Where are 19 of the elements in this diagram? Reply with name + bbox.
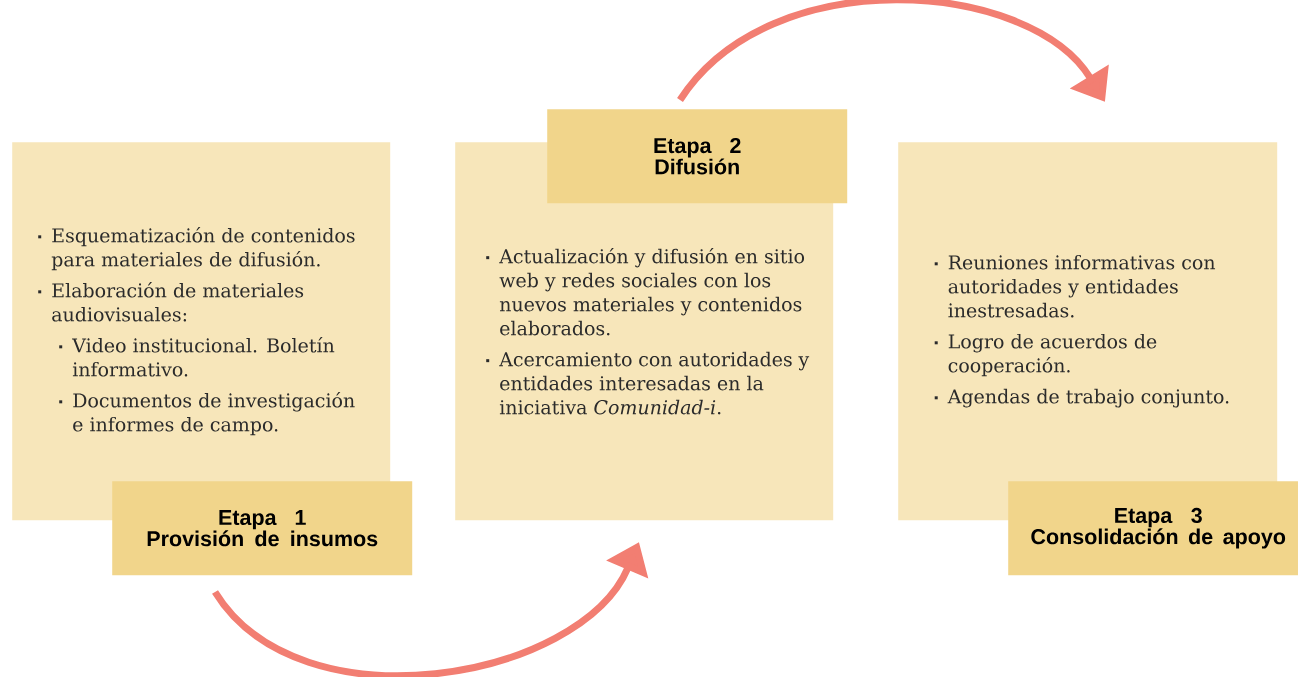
stage-title: Consolidación de apoyo — [1031, 528, 1286, 549]
stage-title: Etapa 1 — [219, 510, 306, 530]
stage-label — [547, 109, 848, 204]
bullet-item: Logro de acuerdos de cooperación. — [934, 333, 1157, 377]
bullet-item: Agendas de trabajo conjunto. — [934, 388, 1229, 408]
curved-arrow — [677, 0, 1109, 103]
stage-title: Etapa 2 — [654, 138, 741, 158]
stage-title: Difusión — [655, 158, 739, 175]
bullet-item: Elaboración de materiales audiovisuales: — [38, 282, 304, 322]
bullet-item: Esquematización de contenidos para materiales de difusión. — [38, 227, 355, 271]
stage-title: Provisión de insumos — [147, 530, 378, 547]
stage-title: Etapa 3 — [1115, 507, 1202, 528]
bullet-item: Video institucional. Boletín informativo. — [59, 337, 335, 377]
bullet-item: Acercamiento con autoridades y entidades interesadas en la iniciativa Comunidad-i. — [486, 351, 810, 415]
stage-label — [112, 481, 413, 576]
stage-label — [1008, 481, 1298, 576]
bullet-item: Documentos de investigación e informes de campo. — [59, 392, 355, 436]
bullet-item: Actualización y difusión en sitio web y redes sociales con los nuevos materiales y contenidos elaborados. — [486, 247, 805, 336]
bullet-item: Reuniones informativas con autoridades y entidades inestresadas. — [934, 254, 1216, 318]
